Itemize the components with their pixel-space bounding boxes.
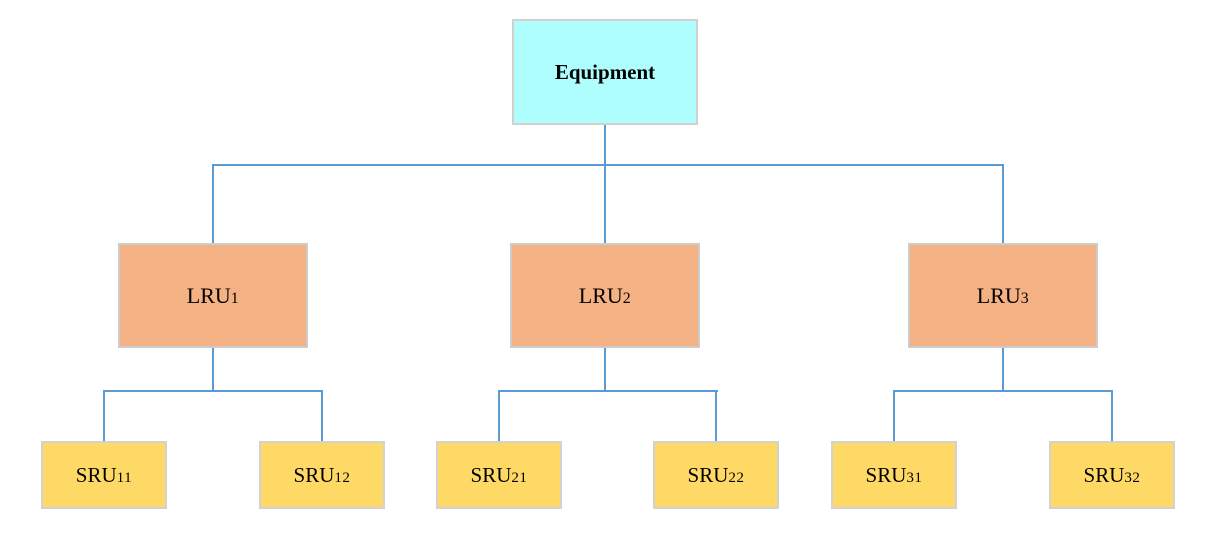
connector-sru31-drop — [893, 390, 895, 441]
node-lru1: LRU1 — [118, 243, 308, 348]
node-sru22-label: SRU22 — [687, 462, 745, 487]
connector-sru22-drop — [715, 390, 717, 441]
connector-lru2-horizontal — [498, 390, 718, 392]
node-lru2-label: LRU2 — [578, 282, 632, 308]
node-lru1-label: LRU1 — [186, 282, 240, 308]
node-sru31-label: SRU31 — [865, 462, 923, 487]
node-lru3: LRU3 — [908, 243, 1098, 348]
node-sru21: SRU21 — [436, 441, 562, 509]
connector-lru3-down — [1002, 348, 1004, 392]
connector-sru11-drop — [103, 390, 105, 441]
node-sru21-label: SRU21 — [470, 462, 528, 487]
node-sru32: SRU32 — [1049, 441, 1175, 509]
connector-lru1-horizontal — [103, 390, 323, 392]
connector-root-down — [604, 125, 606, 166]
connector-lru1-down — [212, 348, 214, 392]
node-sru12-label: SRU12 — [293, 462, 351, 487]
node-equipment: Equipment — [512, 19, 698, 125]
connector-sru21-drop — [498, 390, 500, 441]
connector-sru12-drop — [321, 390, 323, 441]
connector-sru32-drop — [1111, 390, 1113, 441]
node-equipment-label: Equipment — [554, 59, 656, 84]
connector-lru1-up — [212, 164, 214, 243]
node-sru11-label: SRU11 — [75, 462, 133, 487]
node-sru12: SRU12 — [259, 441, 385, 509]
connector-lru2-up — [604, 164, 606, 243]
node-lru2: LRU2 — [510, 243, 700, 348]
node-lru3-label: LRU3 — [976, 282, 1030, 308]
connector-lru2-down — [604, 348, 606, 392]
connector-lru3-horizontal — [893, 390, 1113, 392]
node-sru11: SRU11 — [41, 441, 167, 509]
connector-lru3-up — [1002, 164, 1004, 243]
node-sru22: SRU22 — [653, 441, 779, 509]
node-sru32-label: SRU32 — [1083, 462, 1141, 487]
node-sru31: SRU31 — [831, 441, 957, 509]
connector-level1-horizontal — [212, 164, 1004, 166]
